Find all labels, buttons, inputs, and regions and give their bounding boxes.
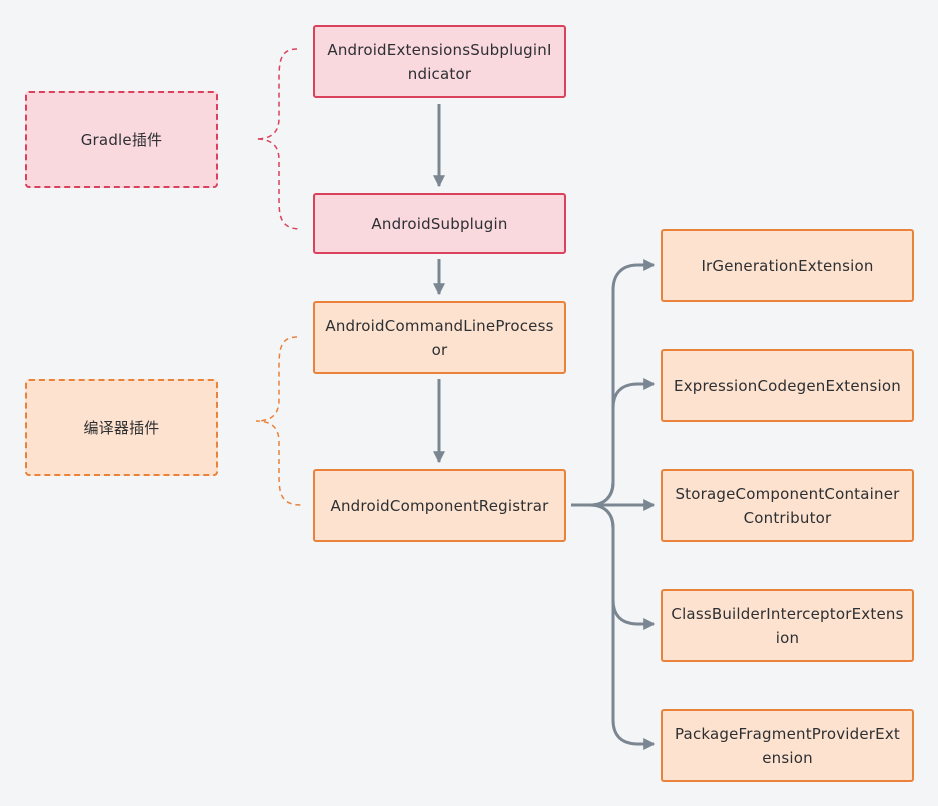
extension-node-class-builder: ClassBuilderInterceptorExtension [661, 589, 914, 662]
extension-node-ir-generation: IrGenerationExtension [661, 229, 914, 302]
indicator-node: AndroidExtensionsSubpluginIndicator [313, 25, 566, 98]
extension-node-label: PackageFragmentProviderExtension [674, 724, 900, 767]
extension-node-label: ClassBuilderInterceptorExtension [671, 604, 904, 647]
extension-node-package-fragment: PackageFragmentProviderExtension [661, 709, 914, 782]
compiler-plugin-group-label: 编译器插件 [83, 418, 160, 437]
command-line-processor-node-label: AndroidCommandLineProcessor [325, 316, 554, 359]
arrow-registrar-to-expression-codegen [571, 378, 656, 507]
command-line-processor-node: AndroidCommandLineProcessor [313, 301, 566, 374]
extension-node-label: ExpressionCodegenExtension [674, 376, 901, 395]
indicator-node-label: AndroidExtensionsSubpluginIndicator [327, 40, 552, 83]
extension-node-expression-codegen: ExpressionCodegenExtension [661, 349, 914, 422]
compiler-plugin-group: 编译器插件 [25, 379, 218, 476]
subplugin-node-label: AndroidSubplugin [371, 214, 508, 233]
component-registrar-node-label: AndroidComponentRegistrar [330, 496, 549, 515]
extension-node-storage-component: StorageComponentContainerContributor [661, 469, 914, 542]
arrow-registrar-to-package-fragment [571, 503, 656, 750]
gradle-group-brace [255, 48, 302, 230]
gradle-plugin-group-label: Gradle插件 [80, 130, 163, 149]
compiler-group-brace [255, 336, 302, 506]
component-registrar-node: AndroidComponentRegistrar [313, 469, 566, 542]
extension-node-label: StorageComponentContainerContributor [675, 484, 900, 527]
gradle-plugin-group: Gradle插件 [25, 91, 218, 188]
subplugin-node: AndroidSubplugin [313, 193, 566, 254]
extension-node-label: IrGenerationExtension [701, 256, 874, 275]
